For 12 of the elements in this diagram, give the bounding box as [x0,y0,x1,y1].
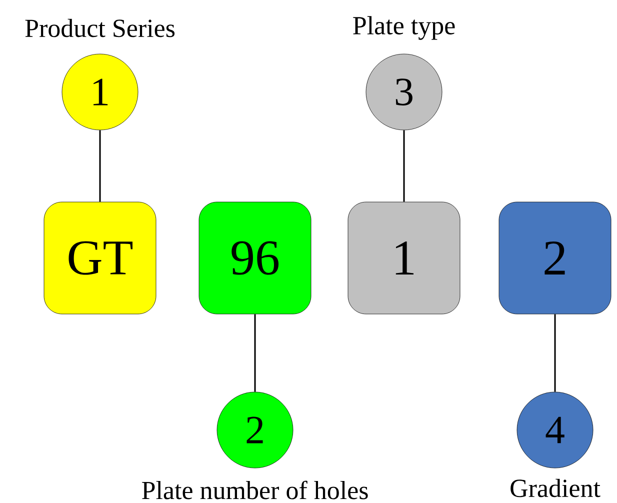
connector-line [403,130,405,202]
code-box: 2 [498,202,612,314]
connector-line [254,314,256,392]
code-box: 96 [198,202,312,314]
node-label: Plate type [353,16,455,40]
connector-line [99,130,101,202]
code-box: GT [44,202,156,314]
node-label: Gradient [510,478,600,498]
code-box: 1 [348,202,460,314]
node-label: Product Series [25,18,175,38]
connector-line [554,314,556,392]
node-label: Plate number of holes [142,480,368,500]
